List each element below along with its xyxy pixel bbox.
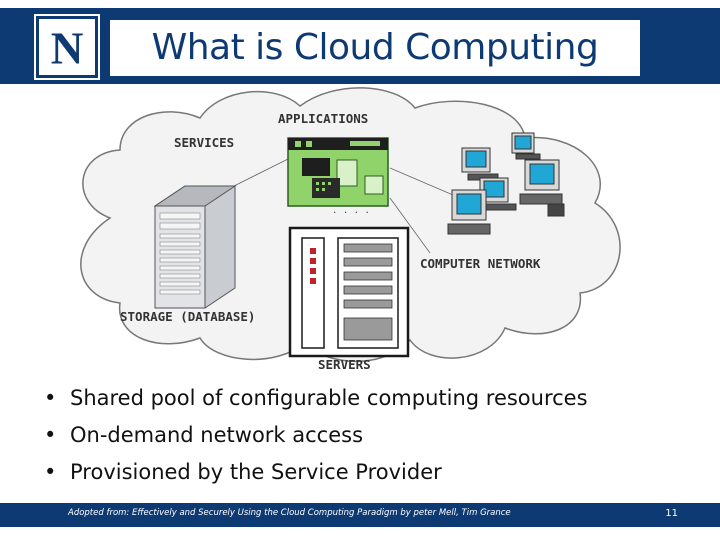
tower-server-icon xyxy=(153,185,237,309)
label-servers: SERVERS xyxy=(318,357,371,372)
label-computer-network: COMPUTER NETWORK xyxy=(420,256,541,271)
bullet-item: •On-demand network access xyxy=(44,423,364,447)
svg-text:. . . .: . . . . xyxy=(332,206,370,216)
svg-text:N: N xyxy=(51,23,84,73)
desktop-computer-icon xyxy=(447,132,565,235)
label-applications: APPLICATIONS xyxy=(278,111,368,126)
application-window-icon: . . . . xyxy=(287,137,389,216)
cloud-diagram: . . . . APPLICATIONS SE xyxy=(80,87,621,372)
page-number: 11 xyxy=(665,508,678,519)
bullet-list: •Shared pool of configurable computing r… xyxy=(44,380,684,491)
slide-title: What is Cloud Computing xyxy=(110,20,640,76)
label-storage: STORAGE (DATABASE) xyxy=(120,309,255,324)
rack-server-icon xyxy=(288,226,410,358)
footer-bar: Adopted from: Effectively and Securely U… xyxy=(0,503,720,527)
bullet-item: •Provisioned by the Service Provider xyxy=(44,460,442,484)
label-services: SERVICES xyxy=(174,135,234,150)
footer-citation: Adopted from: Effectively and Securely U… xyxy=(68,508,511,518)
university-n-logo-icon: N xyxy=(34,14,100,80)
bullet-item: •Shared pool of configurable computing r… xyxy=(44,386,588,410)
